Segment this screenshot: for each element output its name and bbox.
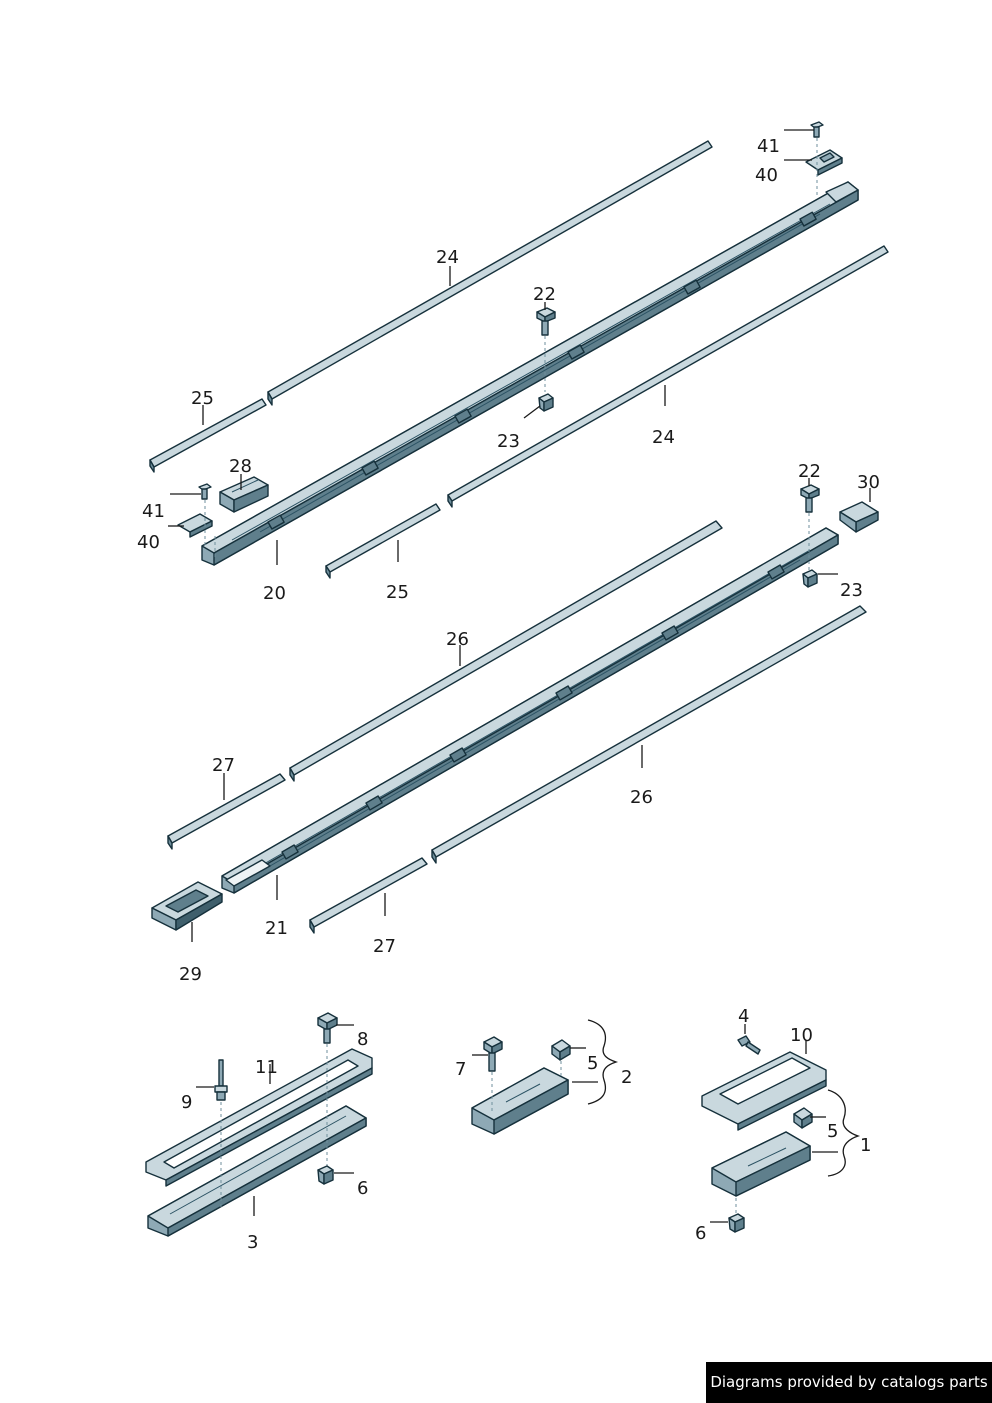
label-30: 30 xyxy=(857,472,880,493)
end-cap-29 xyxy=(151,881,223,931)
callout-labels: 41 40 24 22 25 23 24 28 41 40 20 25 22 3… xyxy=(137,136,880,1253)
label-6: 6 xyxy=(357,1178,368,1199)
label-23: 23 xyxy=(497,431,520,452)
assembly-1-10 xyxy=(701,1035,827,1233)
label-3: 3 xyxy=(247,1232,258,1253)
nut-23-upper xyxy=(538,393,554,412)
clip-40-41-right xyxy=(805,121,843,198)
label-27: 27 xyxy=(212,755,235,776)
label-25: 25 xyxy=(191,388,214,409)
assembly-2 xyxy=(471,1036,571,1135)
label-40: 40 xyxy=(755,165,778,186)
label-22: 22 xyxy=(533,284,556,305)
label-5: 5 xyxy=(587,1053,598,1074)
label-1: 1 xyxy=(860,1135,871,1156)
cap-30 xyxy=(839,501,879,533)
trim-strip-25-lower xyxy=(325,503,441,573)
middle-assembly xyxy=(151,484,879,934)
trim-strip-27-upper xyxy=(167,773,286,844)
trim-strip-27-lower xyxy=(309,857,428,928)
rail-21 xyxy=(221,527,839,894)
label-26: 26 xyxy=(630,787,653,808)
label-10: 10 xyxy=(790,1025,813,1046)
label-25: 25 xyxy=(386,582,409,603)
assembly-3-11 xyxy=(145,1012,373,1237)
footer-credit-badge: Diagrams provided by catalogs parts xyxy=(706,1362,992,1403)
top-assembly xyxy=(149,121,889,579)
label-11: 11 xyxy=(255,1057,278,1078)
label-40: 40 xyxy=(137,532,160,553)
footer-credit-text: Diagrams provided by catalogs parts xyxy=(710,1373,988,1391)
label-26: 26 xyxy=(446,629,469,650)
label-20: 20 xyxy=(263,583,286,604)
rail-20 xyxy=(201,181,859,566)
label-7: 7 xyxy=(455,1059,466,1080)
end-cap-28 xyxy=(219,476,269,513)
label-5: 5 xyxy=(827,1121,838,1142)
label-41: 41 xyxy=(757,136,780,157)
label-24: 24 xyxy=(436,247,459,268)
label-28: 28 xyxy=(229,456,252,477)
label-4: 4 xyxy=(738,1006,749,1027)
leader-lines xyxy=(168,129,871,1223)
label-41: 41 xyxy=(142,501,165,522)
label-22: 22 xyxy=(798,461,821,482)
clip-40-41-left xyxy=(177,483,216,560)
trim-strip-24-upper xyxy=(267,140,713,400)
bolt-22-upper xyxy=(536,307,556,392)
label-2: 2 xyxy=(621,1067,632,1088)
nut-23-lower xyxy=(802,569,818,588)
label-24: 24 xyxy=(652,427,675,448)
label-21: 21 xyxy=(265,918,288,939)
label-9: 9 xyxy=(181,1092,192,1113)
label-23: 23 xyxy=(840,580,863,601)
label-27: 27 xyxy=(373,936,396,957)
label-6: 6 xyxy=(695,1223,706,1244)
label-29: 29 xyxy=(179,964,202,985)
bolt-22-lower xyxy=(800,484,820,572)
label-8: 8 xyxy=(357,1029,368,1050)
